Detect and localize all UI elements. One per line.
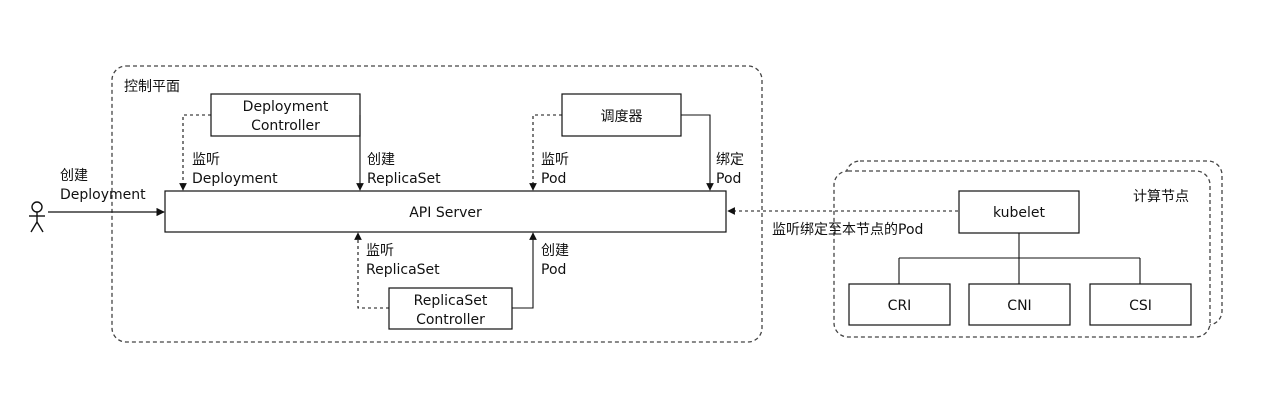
scheduler-label: 调度器: [601, 109, 643, 125]
replicaset-controller-box: [388, 287, 513, 330]
kubelet-watch-label: 监听绑定至本节点的Pod: [772, 222, 923, 238]
create-pod-label: 创建: [541, 243, 569, 259]
kubelet-box: [958, 190, 1080, 234]
bind-pod-arrow: [681, 114, 714, 191]
replicaset-controller-label: ReplicaSet: [414, 293, 488, 309]
watch-replicaset-label: 监听: [366, 243, 394, 259]
watch-replicaset-label-2: ReplicaSet: [366, 262, 440, 278]
watch-pod-arrow: [529, 114, 562, 191]
bind-pod-label-2: Pod: [716, 171, 741, 187]
cni-label: CNI: [1007, 298, 1031, 314]
bind-pod-label: 绑定: [716, 152, 744, 168]
cri-box: [848, 283, 951, 326]
watch-replicaset-arrow: [354, 232, 389, 309]
user-create-label: 创建: [60, 168, 88, 184]
kubelet-label: kubelet: [993, 205, 1046, 221]
compute-node-title: 计算节点: [1133, 189, 1189, 205]
csi-label: CSI: [1129, 298, 1152, 314]
watch-pod-label: 监听: [541, 152, 569, 168]
watch-deployment-label-2: Deployment: [192, 171, 278, 187]
user-icon: [29, 201, 45, 233]
user-create-label-2: Deployment: [60, 187, 146, 203]
control-plane-region: [111, 65, 763, 343]
create-replicaset-label-2: ReplicaSet: [367, 171, 441, 187]
deployment-controller-label-2: Controller: [251, 118, 320, 134]
kubelet-tree-connector: [898, 233, 1141, 284]
deployment-controller-label: Deployment: [243, 99, 329, 115]
csi-box: [1089, 283, 1192, 326]
create-pod-label-2: Pod: [541, 262, 566, 278]
replicaset-controller-label-2: Controller: [416, 312, 485, 328]
control-plane-title: 控制平面: [124, 79, 180, 95]
api-server-box: [164, 190, 727, 233]
cri-label: CRI: [888, 298, 912, 314]
create-replicaset-label: 创建: [367, 152, 395, 168]
watch-pod-label-2: Pod: [541, 171, 566, 187]
create-pod-arrow: [512, 232, 537, 309]
scheduler-box: [561, 93, 682, 137]
watch-deployment-label: 监听: [192, 152, 220, 168]
api-server-label: API Server: [409, 205, 482, 221]
watch-deployment-arrow: [179, 114, 211, 191]
cni-box: [968, 283, 1071, 326]
